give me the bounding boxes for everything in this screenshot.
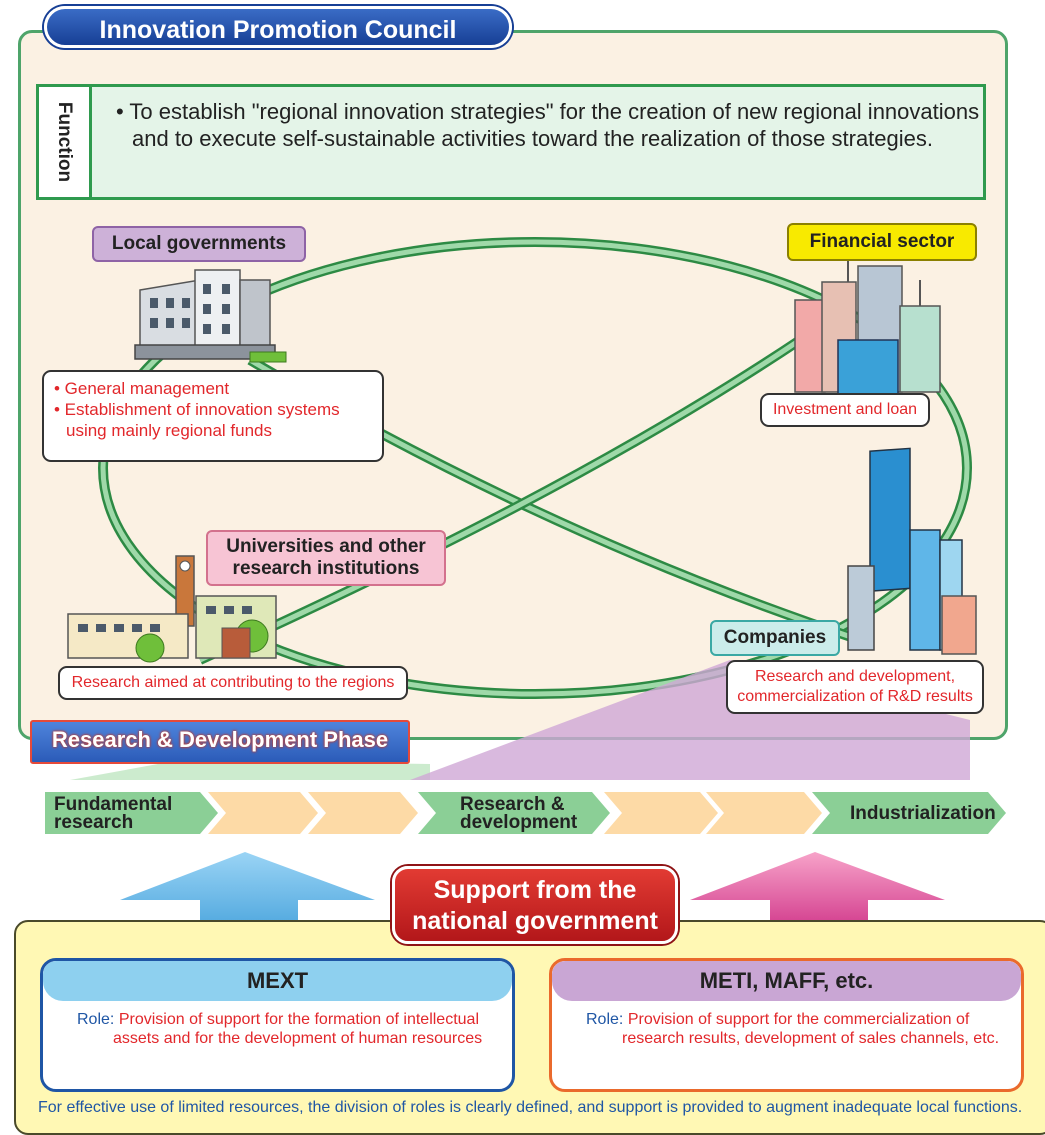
financial-buildings-icon [794,238,941,397]
support-line2: national government [412,907,658,935]
stage-chevron-fundamental [45,792,218,834]
stage-fundamental-line2: research [54,812,134,833]
org-meti-role: Role: Provision of support for the comme… [552,1001,1021,1048]
desc-companies: Research and development, commercializat… [726,660,984,714]
desc-local-bullet-2: • Establishment of innovation systems us… [54,400,340,440]
tag-companies: Companies [710,620,840,656]
tag-universities-line1: Universities and other [226,536,426,557]
desc-companies-line1: Research and development, [754,668,956,685]
org-meti-name: METI, MAFF, etc. [552,961,1021,1001]
ring-outer-fill [100,239,970,697]
org-meti-role-label: Role: [586,1011,624,1028]
org-meti-box: METI, MAFF, etc. Role: Provision of supp… [549,958,1024,1092]
org-mext-role-label: Role: [77,1011,115,1028]
desc-universities: Research aimed at contributing to the re… [58,666,408,700]
tag-local-governments: Local governments [92,226,306,262]
desc-companies-line2: commercialization of R&D results [737,688,973,705]
government-building-icon [134,269,287,363]
stage-rnd-line2: development [460,812,578,833]
desc-local-bullet-1: • General management [54,379,230,398]
function-label-box: Function [36,84,92,200]
desc-financial-sector: Investment and loan [760,393,930,427]
function-text: • To establish "regional innovation stra… [116,99,980,151]
footer-note: For effective use of limited resources, … [38,1099,1023,1116]
org-meti-role-text: Provision of support for the commerciali… [622,1011,1000,1047]
university-buildings-icon [67,555,277,663]
arrow-up-meti [690,852,945,950]
stage-chevron-3 [604,792,718,834]
stage-chevron-1 [208,792,318,834]
desc-local-governments: • General management • Establishment of … [42,370,384,462]
company-buildings-icon [847,447,977,655]
support-badge: Support from the national government [392,866,678,944]
phase-label: Research & Development Phase [51,727,389,752]
stage-chevron-4 [706,792,822,834]
org-mext-name: MEXT [43,961,512,1001]
phase-bar [30,720,410,764]
tag-universities-line2: research institutions [232,558,420,579]
stage-fundamental-line1: Fundamental [54,794,173,815]
org-mext-box: MEXT Role: Provision of support for the … [40,958,515,1092]
arrow-up-mext [120,852,375,950]
function-label: Function [54,101,75,183]
tag-universities: Universities and other research institut… [206,530,446,586]
support-line1: Support from the [433,876,637,904]
stage-rnd-line1: Research & [460,794,565,815]
stage-rnd: Research & development [460,794,578,833]
phase-band-green [70,760,430,780]
stage-fundamental: Fundamental research [54,794,173,833]
ring-cross-b-fill [198,337,802,663]
stage-chevron-industrial [812,792,1006,834]
stage-chevron-2 [308,792,418,834]
function-box [89,84,986,200]
tag-financial-sector: Financial sector [787,223,977,261]
stage-chevron-rnd [418,792,610,834]
org-mext-role: Role: Provision of support for the forma… [43,1001,512,1048]
org-mext-role-text: Provision of support for the formation o… [113,1011,483,1047]
stage-industrialization: Industrialization [850,803,996,824]
council-title: Innovation Promotion Council [44,6,512,48]
